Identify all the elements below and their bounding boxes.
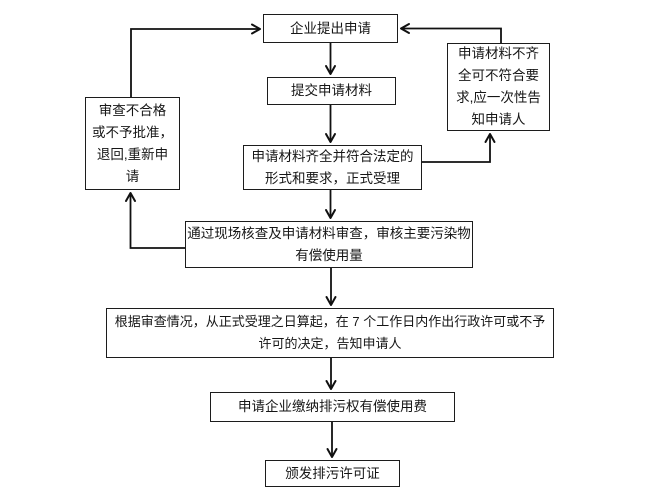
flow-box-issue-label: 颁发排污许可证 (285, 465, 380, 481)
flow-box-review-line2: 有偿使用量 (295, 247, 363, 263)
flow-box-decision-line2: 许可的决定，告知申请人 (258, 336, 402, 351)
flow-box-review: 通过现场核查及申请材料审查，审核主要污染物 有偿使用量 (185, 221, 473, 268)
flow-box-decision-line1: 根据审查情况，从正式受理之日算起，在 7 个工作日内作出行政许可或不予 (114, 314, 546, 329)
flow-box-reject-line1: 审查不合格 (98, 102, 167, 118)
flow-box-incomplete-line2: 全可不符合要 (458, 68, 539, 83)
flow-box-submit: 提交申请材料 (267, 77, 396, 105)
arrow-incomplete-to-apply (400, 23, 502, 43)
arrow-accept-to-incomplete (422, 133, 496, 163)
flow-box-reject-line2: 或不予批准， (92, 124, 173, 140)
flow-box-decision: 根据审查情况，从正式受理之日算起，在 7 个工作日内作出行政许可或不予 许可的决… (106, 308, 554, 358)
flow-box-incomplete-line3: 求,应一次性告 (456, 90, 541, 105)
arrow-reject-to-apply (130, 23, 261, 97)
flow-box-incomplete-line4: 知申请人 (471, 112, 526, 127)
flow-box-reject-line3: 退回,重新申 (96, 146, 169, 162)
arrow-review-to-reject (125, 192, 185, 249)
flow-box-incomplete-line1: 申请材料不齐 (458, 46, 539, 61)
flow-box-reject-loop: 审查不合格 或不予批准， 退回,重新申 请 (85, 97, 180, 190)
flow-box-issue: 颁发排污许可证 (265, 460, 400, 487)
flow-box-reject-line4: 请 (125, 168, 140, 184)
flow-box-accept-line1: 申请材料齐全并符合法定的 (251, 148, 414, 164)
flow-box-accept: 申请材料齐全并符合法定的 形式和要求，正式受理 (243, 145, 422, 190)
flow-box-submit-label: 提交申请材料 (291, 83, 372, 98)
flow-box-apply-label: 企业提出申请 (290, 20, 371, 36)
flow-box-accept-line2: 形式和要求，正式受理 (265, 170, 400, 186)
flow-box-pay-label: 申请企业缴纳排污权有偿使用费 (238, 399, 427, 414)
flow-box-review-line1: 通过现场核查及申请材料审查，审核主要污染物 (187, 225, 471, 241)
flow-box-pay: 申请企业缴纳排污权有偿使用费 (210, 392, 455, 422)
flow-box-apply: 企业提出申请 (263, 14, 398, 43)
flow-box-incomplete-materials: 申请材料不齐 全可不符合要 求,应一次性告 知申请人 (447, 43, 550, 131)
